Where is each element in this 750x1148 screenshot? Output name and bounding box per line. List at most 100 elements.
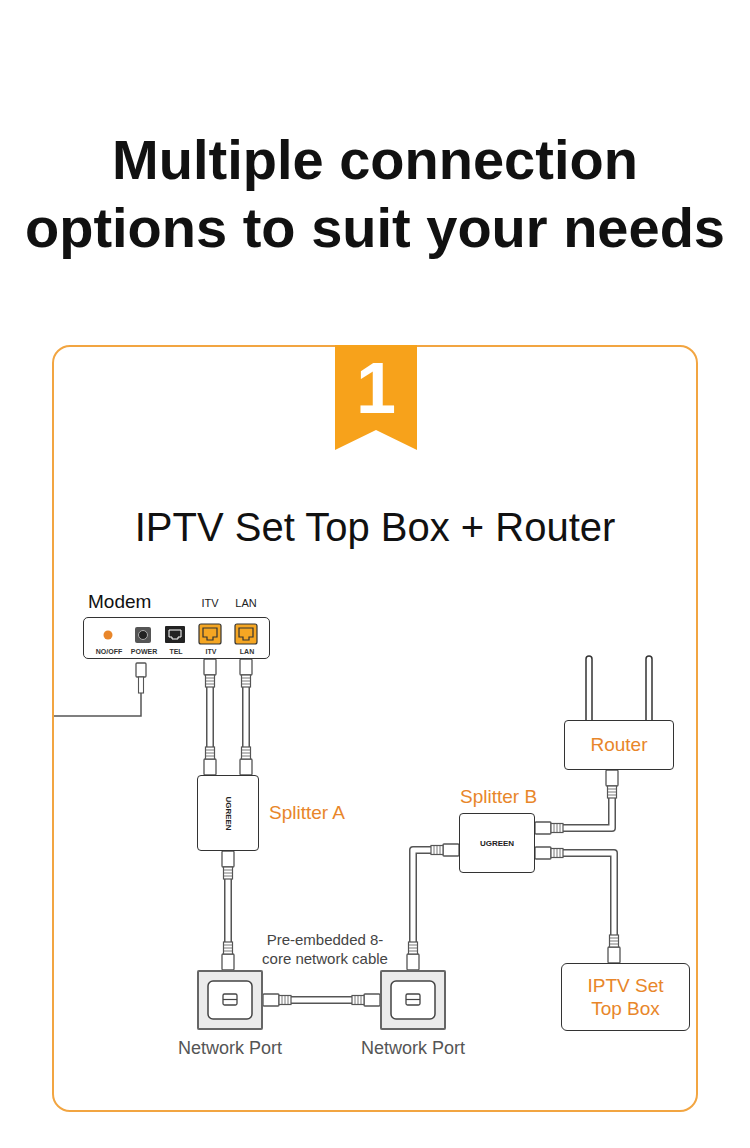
plug-boot (206, 747, 215, 759)
plug-ridge (224, 876, 233, 877)
cable-outline (206, 659, 214, 775)
device-name: IPTV Set Top Box (572, 974, 680, 1020)
plug-ridge (608, 789, 617, 790)
wall-port-icon (380, 970, 446, 1030)
tel-port-socket (169, 630, 181, 639)
callout-number: 1 (335, 347, 417, 429)
plug-ridge (608, 795, 617, 796)
plug-ridge (358, 996, 359, 1005)
plug-ridge (361, 996, 362, 1005)
plug-head (443, 844, 459, 856)
modem-port-icons (104, 624, 258, 644)
plug-ridge (224, 870, 233, 871)
port-socket (406, 994, 420, 1005)
plug-boot (551, 849, 563, 858)
rj45-plug (407, 942, 419, 970)
plug-ridge (206, 681, 215, 682)
rj45-plug (222, 942, 234, 970)
power-jack (135, 627, 151, 643)
plug-boot (431, 846, 443, 855)
plug-ridge (206, 684, 215, 685)
port-face (208, 981, 252, 1019)
plug-head (535, 822, 551, 834)
plug-head (204, 659, 216, 675)
network-cable (535, 770, 618, 834)
power-jack-hole (139, 631, 148, 640)
power-led (104, 631, 113, 640)
plug-ridge (224, 945, 233, 946)
antenna (646, 656, 652, 724)
plug-ridge (560, 849, 561, 858)
plug-ridge (224, 948, 233, 949)
port-socket (223, 994, 237, 1005)
plug-boot (608, 786, 617, 798)
power-cable (52, 663, 146, 716)
port-heading: ITV (190, 597, 230, 609)
plug-ridge (206, 678, 215, 679)
plug-ridge (409, 951, 418, 952)
power-wire (52, 693, 141, 716)
plug-ridge (610, 938, 619, 939)
plug-head (608, 947, 620, 963)
plug-ridge (557, 824, 558, 833)
number-ribbon: 1 (335, 345, 417, 450)
cable-outline (413, 850, 459, 970)
lan-port-socket (239, 628, 253, 640)
network-cable (240, 659, 252, 775)
plug-head (222, 851, 234, 867)
wall-network-port: Network Port (380, 970, 446, 1030)
power-plug-boot (139, 677, 144, 693)
plug-ridge (224, 873, 233, 874)
set-top-box: IPTV Set Top Box (561, 963, 690, 1031)
plug-ridge (206, 750, 215, 751)
lan-port (235, 624, 257, 644)
plug-ridge (224, 951, 233, 952)
plug-ridge (557, 849, 558, 858)
plug-head (364, 994, 380, 1006)
plug-boot (224, 867, 233, 879)
port-name: Network Port (178, 1038, 282, 1059)
plug-head (606, 770, 618, 786)
port-plate (197, 970, 263, 1030)
port-label: POWER (124, 648, 164, 656)
rj45-plug (204, 659, 216, 687)
scenario-heading: IPTV Set Top Box + Router (54, 503, 696, 551)
port-heading: LAN (226, 597, 266, 609)
wall-port-icon (197, 970, 263, 1030)
port-label: ITV (191, 648, 231, 656)
plug-boot (551, 824, 563, 833)
plug-ridge (242, 681, 251, 682)
cable-outline (224, 851, 232, 970)
rj45-plug (535, 822, 563, 834)
rj45-plug (240, 659, 252, 687)
plug-ridge (288, 996, 289, 1005)
plug-boot (610, 935, 619, 947)
plug-boot (206, 675, 215, 687)
port-label: NO/OFF (89, 648, 129, 656)
plug-ridge (206, 753, 215, 754)
rj45-plug (431, 844, 459, 856)
port-face (391, 981, 435, 1019)
plug-head (204, 759, 216, 775)
router-box: Router (564, 720, 674, 770)
page-title: Multiple connection options to suit your… (15, 126, 735, 262)
rj45-plug (352, 994, 380, 1006)
splitter-box: Splitter BUGREEN (459, 813, 535, 873)
cable-outline (535, 853, 614, 963)
plug-boot (279, 996, 291, 1005)
cable-note: Pre-embedded 8-core network cable (258, 930, 392, 968)
plug-ridge (355, 996, 356, 1005)
rj45-plug (204, 747, 216, 775)
plug-boot (352, 996, 364, 1005)
plug-ridge (242, 753, 251, 754)
plug-ridge (285, 996, 286, 1005)
plug-ridge (440, 846, 441, 855)
wall-network-port: Network Port (197, 970, 263, 1030)
device-name: Splitter A (269, 802, 345, 824)
network-cable (263, 994, 380, 1006)
network-cable (204, 659, 216, 775)
plug-ridge (242, 678, 251, 679)
port-label: LAN (227, 648, 267, 656)
cable-outline (242, 659, 250, 775)
plug-head (222, 954, 234, 970)
